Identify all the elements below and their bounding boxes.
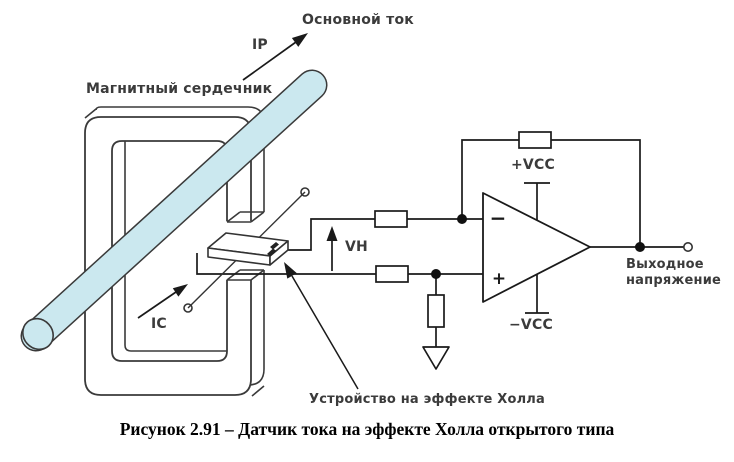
core-depth-connectors <box>84 108 265 397</box>
noninverting-plus-icon: + <box>492 269 506 289</box>
op-amp-body <box>482 192 591 303</box>
neg-supply-pin <box>525 274 549 314</box>
hall-contact-lower <box>267 248 277 257</box>
ic-label: IC <box>151 316 167 332</box>
junction-dot-output <box>635 242 645 252</box>
neg-supply-label: −VCC <box>509 317 553 333</box>
pos-supply-pin <box>524 182 550 220</box>
magnetic-core-label: Магнитный сердечник <box>86 81 273 97</box>
conductor-end-face <box>22 317 54 351</box>
figure-caption: Рисунок 2.91 – Датчик тока на эффекте Хо… <box>119 419 615 439</box>
ip-label: IP <box>252 37 268 53</box>
ic-arrow <box>137 284 188 319</box>
ground-icon <box>422 346 450 370</box>
vh-label: VH <box>345 239 368 255</box>
output-voltage-line2: напряжение <box>626 272 722 288</box>
annotation-arrows <box>137 33 359 390</box>
junction-dot-inverting <box>457 214 467 224</box>
primary-current-label: Основной ток <box>302 12 414 28</box>
output-voltage-label: Выходное напряжение <box>626 257 721 289</box>
resistor-top <box>374 210 408 228</box>
output-terminal <box>682 242 693 253</box>
hall-device-leader-arrow <box>284 262 359 390</box>
op-amp: − + <box>482 192 591 303</box>
vh-arrow <box>326 226 338 271</box>
resistor-ground <box>427 294 445 328</box>
junction-dot-noninverting <box>431 269 441 279</box>
resistor-feedback <box>518 131 552 149</box>
ip-arrow <box>242 33 308 81</box>
hall-device-label: Устройство на эффекте Холла <box>309 392 546 407</box>
core-upper-cut-face <box>226 211 265 223</box>
core-lower-cut-face <box>226 269 265 281</box>
hall-contact-upper <box>270 242 279 250</box>
hall-right-face <box>269 240 289 266</box>
hall-element <box>207 232 289 266</box>
resistor-bottom <box>375 265 409 283</box>
resistors <box>374 131 552 328</box>
conductor-rod <box>20 69 328 352</box>
pos-supply-label: +VCC <box>511 157 555 173</box>
output-voltage-line1: Выходное <box>626 257 704 272</box>
inverting-minus-icon: − <box>490 206 507 230</box>
